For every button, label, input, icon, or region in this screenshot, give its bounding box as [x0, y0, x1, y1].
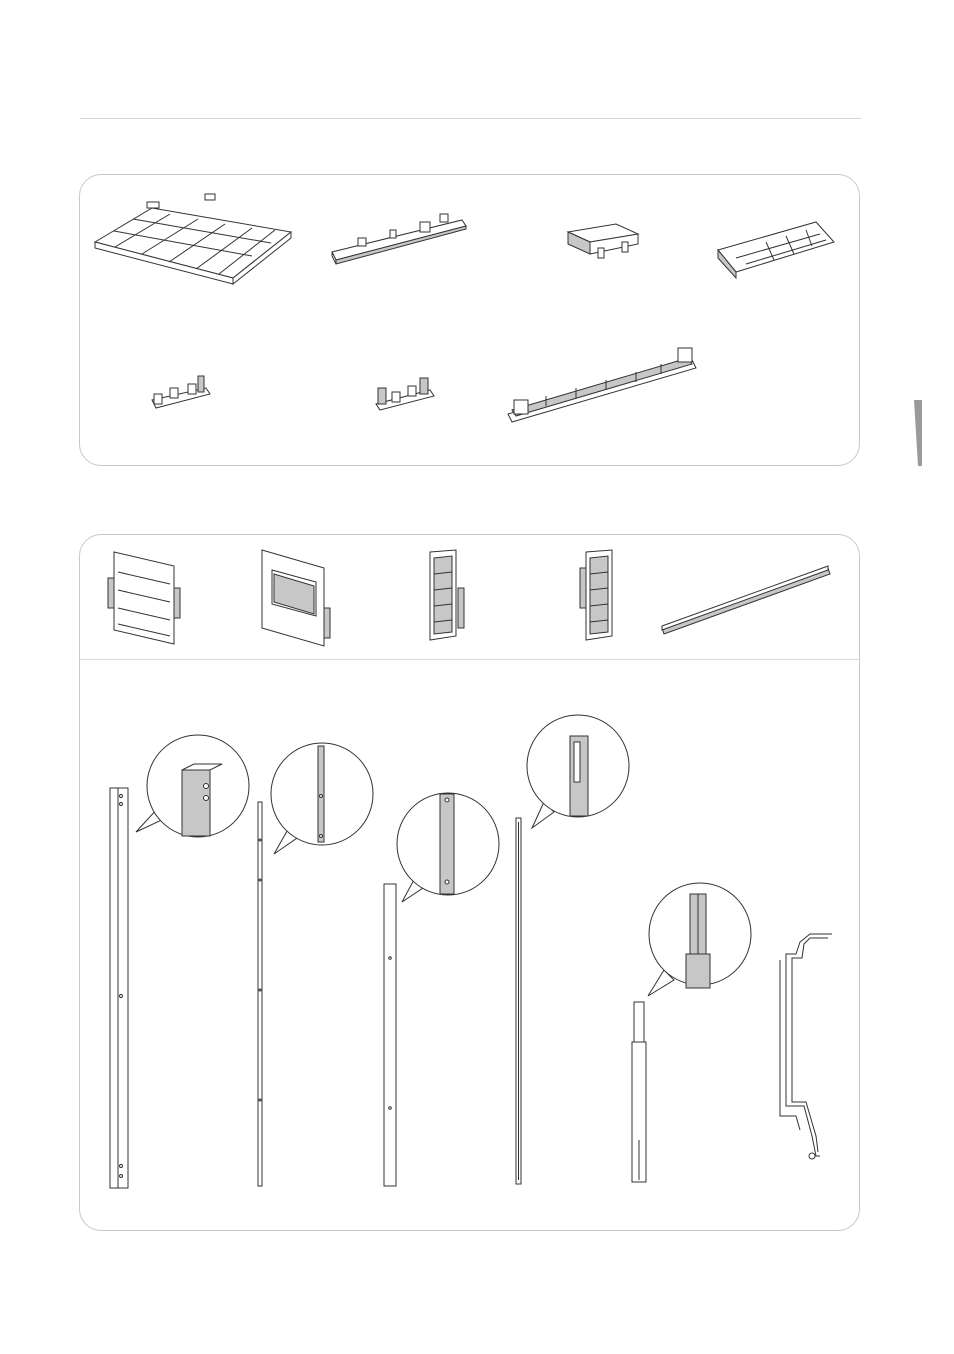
panel-divider: [80, 659, 859, 660]
front-panel-window-illustration: [254, 548, 334, 648]
rear-panel-louvered-illustration: [104, 548, 184, 648]
square-post-illustration: [108, 786, 132, 1192]
toothed-rail-illustration: [660, 562, 832, 638]
slotted-rod-zoom-callout: [524, 712, 632, 830]
square-post-zoom-callout: [136, 734, 256, 844]
small-block-illustration: [566, 222, 646, 262]
slim-post-zoom-callout: [394, 792, 502, 904]
side-panel-narrow-b-illustration: [576, 548, 636, 648]
stepped-post-illustration: [630, 1000, 650, 1186]
crisper-cover-grid-illustration: [95, 190, 295, 290]
side-tab-marker: [914, 400, 922, 466]
stepped-post-zoom-callout: [640, 880, 754, 1000]
side-panel-narrow-a-illustration: [420, 548, 480, 648]
long-rail-illustration: [506, 344, 700, 424]
slotted-rod-illustration: [514, 816, 524, 1186]
side-bracket-illustration: [716, 214, 836, 284]
slim-post-illustration: [382, 882, 398, 1188]
clip-right-illustration: [372, 372, 442, 412]
clip-left-illustration: [148, 372, 218, 412]
header-rule: [80, 118, 861, 119]
shelf-rail-illustration: [330, 208, 470, 268]
bent-bracket-illustration: [776, 930, 836, 1170]
thin-flat-bar-illustration: [256, 800, 266, 1188]
thin-flat-bar-zoom-callout: [270, 740, 374, 860]
